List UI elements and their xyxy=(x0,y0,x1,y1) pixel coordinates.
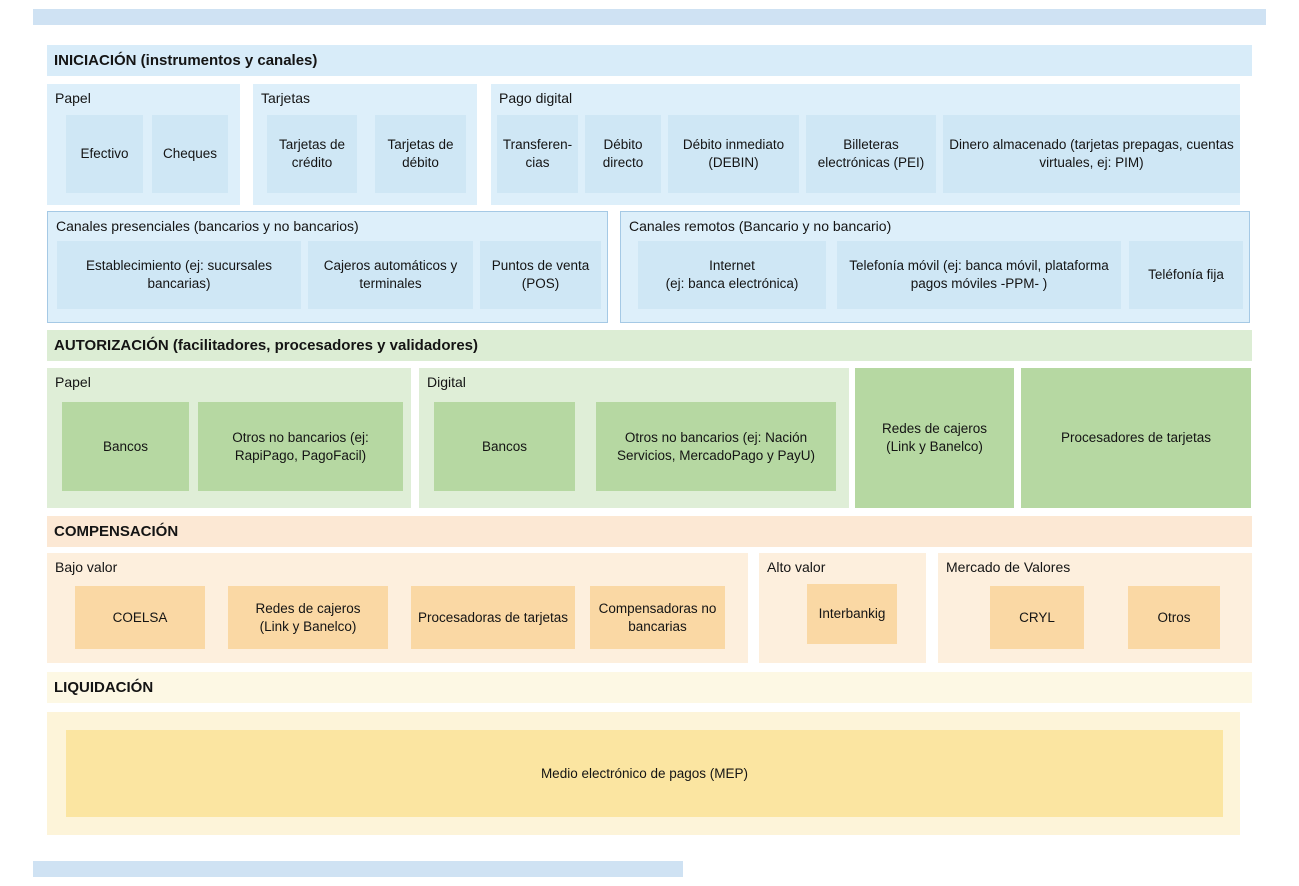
box-bancos-papel: Bancos xyxy=(62,402,189,491)
group-papel-autorizacion: Papel Bancos Otros no bancarios (ej: Rap… xyxy=(47,368,411,508)
group-label-bajo-valor: Bajo valor xyxy=(55,559,118,575)
box-coelsa: COELSA xyxy=(75,586,205,649)
section-title-liquidacion: LIQUIDACIÓN xyxy=(54,679,154,696)
box-medio-electronico-de-pagos-mep: Medio electrónico de pagos (MEP) xyxy=(66,730,1223,817)
box-internet: Internet (ej: banca electrónica) xyxy=(638,241,826,309)
box-billeteras-electronicas-pei: Billeteras electrónicas (PEI) xyxy=(806,115,936,193)
group-digital-autorizacion: Digital Bancos Otros no bancarios (ej: N… xyxy=(419,368,849,508)
box-telefonia-fija: Teléfonía fija xyxy=(1129,241,1243,309)
group-label-alto-valor: Alto valor xyxy=(767,559,826,575)
group-papel-iniciacion: Papel Efectivo Cheques xyxy=(47,84,240,205)
box-otros-no-bancarios-papel: Otros no bancarios (ej: RapiPago, PagoFa… xyxy=(198,402,403,491)
box-cajeros-automaticos: Cajeros automáticos y terminales xyxy=(308,241,473,309)
box-otros-no-bancarios-digital: Otros no bancarios (ej: Nación Servicios… xyxy=(596,402,836,491)
group-label-mercado-de-valores: Mercado de Valores xyxy=(946,559,1071,575)
box-dinero-almacenado: Dinero almacenado (tarjetas prepagas, cu… xyxy=(943,115,1240,193)
group-label-papel-autorizacion: Papel xyxy=(55,374,91,390)
box-compensadoras-no-bancarias: Compensadoras no bancarias xyxy=(590,586,725,649)
section-title-compensacion: COMPENSACIÓN xyxy=(54,523,179,540)
group-alto-valor: Alto valor Interbankig xyxy=(759,553,926,663)
box-debito-directo: Débito directo xyxy=(585,115,661,193)
box-procesadoras-de-tarjetas: Procesadoras de tarjetas xyxy=(411,586,575,649)
group-mercado-de-valores: Mercado de Valores CRYL Otros xyxy=(938,553,1252,663)
group-label-pago-digital: Pago digital xyxy=(499,90,573,106)
top-blue-bar xyxy=(33,9,1266,25)
section-band-iniciacion: INICIACIÓN (instrumentos y canales) xyxy=(47,45,1252,76)
group-label-canales-remotos: Canales remotos (Bancario y no bancario) xyxy=(629,218,892,234)
box-telefonia-movil: Telefonía móvil (ej: banca móvil, plataf… xyxy=(837,241,1121,309)
box-establecimiento: Establecimiento (ej: sucursales bancaria… xyxy=(57,241,301,309)
box-efectivo: Efectivo xyxy=(66,115,143,193)
group-label-papel: Papel xyxy=(55,90,91,106)
box-interbankig: Interbankig xyxy=(807,584,897,644)
section-band-liquidacion: LIQUIDACIÓN xyxy=(47,672,1252,703)
bottom-blue-bar xyxy=(33,861,683,877)
group-label-digital: Digital xyxy=(427,374,466,390)
group-canales-presenciales: Canales presenciales (bancarios y no ban… xyxy=(47,211,608,323)
box-otros: Otros xyxy=(1128,586,1220,649)
group-tarjetas: Tarjetas Tarjetas de crédito Tarjetas de… xyxy=(253,84,477,205)
box-redes-de-cajeros-compensacion: Redes de cajeros (Link y Banelco) xyxy=(228,586,388,649)
group-liquidacion: Medio electrónico de pagos (MEP) xyxy=(47,712,1240,835)
box-cheques: Cheques xyxy=(152,115,228,193)
box-tarjetas-credito: Tarjetas de crédito xyxy=(267,115,357,193)
box-transferencias: Transferen- cias xyxy=(497,115,578,193)
box-bancos-digital: Bancos xyxy=(434,402,575,491)
box-debito-inmediato-debin: Débito inmediato (DEBIN) xyxy=(668,115,799,193)
box-redes-de-cajeros-autorizacion: Redes de cajeros (Link y Banelco) xyxy=(855,368,1014,508)
group-label-tarjetas: Tarjetas xyxy=(261,90,311,106)
section-title-autorizacion: AUTORIZACIÓN (facilitadores, procesadore… xyxy=(54,337,479,354)
box-procesadores-de-tarjetas: Procesadores de tarjetas xyxy=(1021,368,1251,508)
group-canales-remotos: Canales remotos (Bancario y no bancario)… xyxy=(620,211,1250,323)
section-band-compensacion: COMPENSACIÓN xyxy=(47,516,1252,547)
group-label-canales-presenciales: Canales presenciales (bancarios y no ban… xyxy=(56,218,359,234)
group-pago-digital: Pago digital Transferen- cias Débito dir… xyxy=(491,84,1240,205)
section-title-iniciacion: INICIACIÓN (instrumentos y canales) xyxy=(54,52,318,69)
group-bajo-valor: Bajo valor COELSA Redes de cajeros (Link… xyxy=(47,553,748,663)
box-puntos-de-venta-pos: Puntos de venta (POS) xyxy=(480,241,601,309)
section-band-autorizacion: AUTORIZACIÓN (facilitadores, procesadore… xyxy=(47,330,1252,361)
box-cryl: CRYL xyxy=(990,586,1084,649)
box-tarjetas-debito: Tarjetas de débito xyxy=(375,115,466,193)
